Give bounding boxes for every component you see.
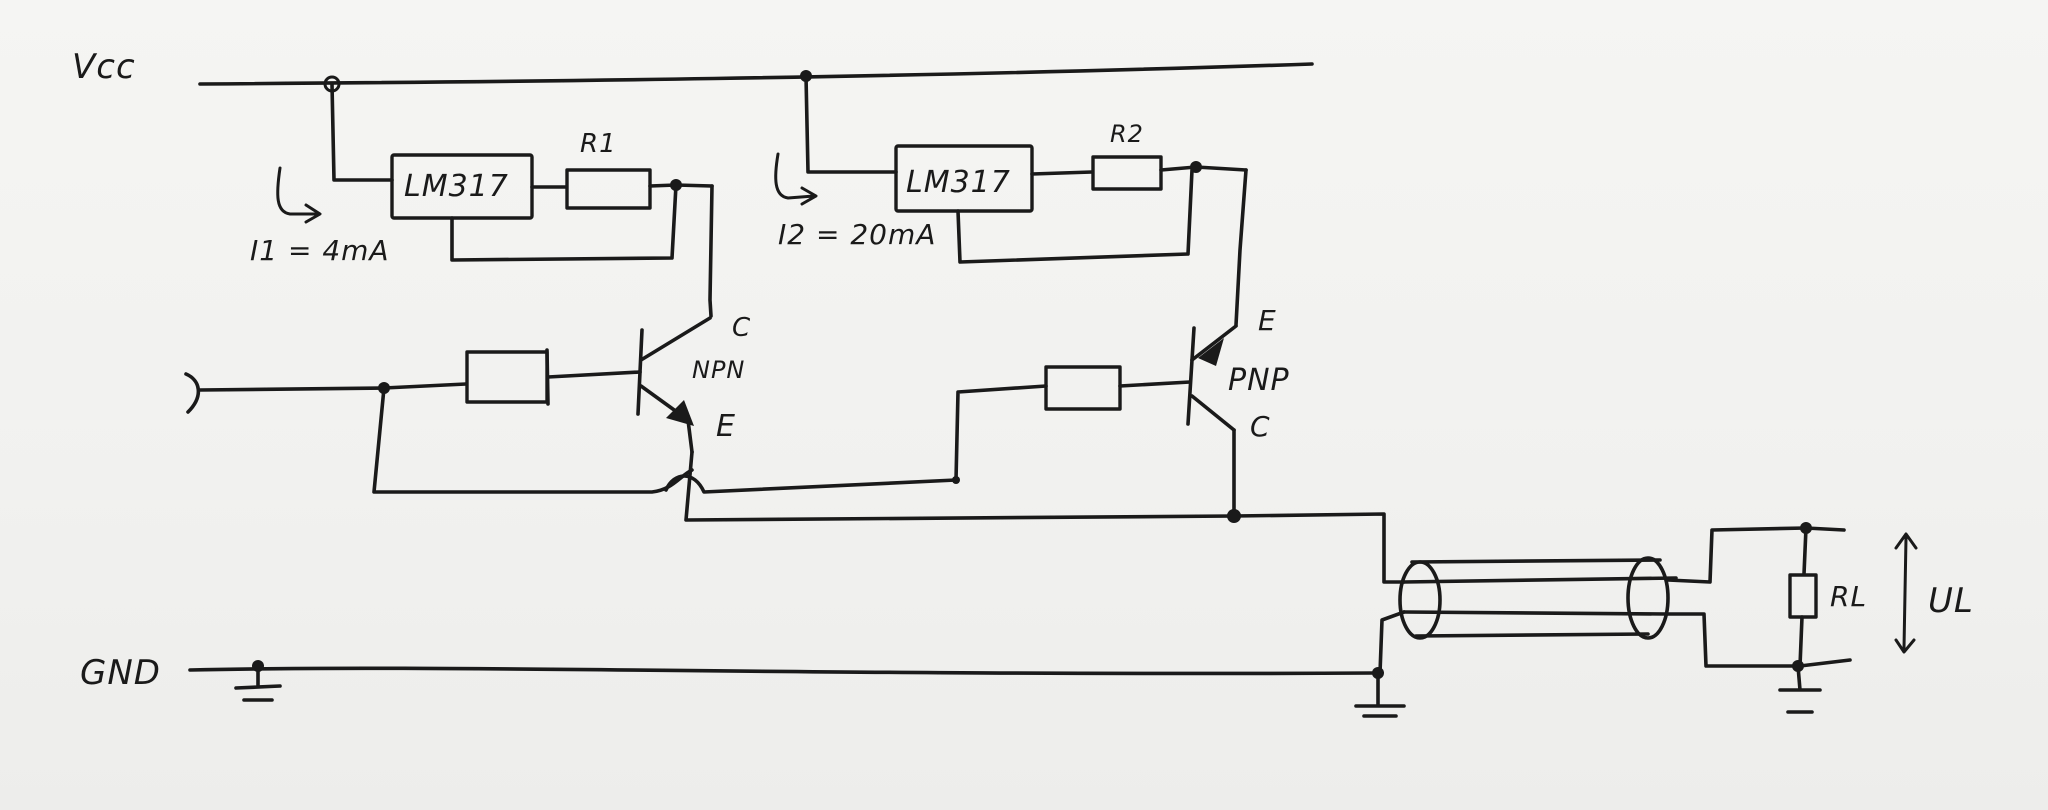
base-resistor-npn (465, 350, 549, 404)
wire-load-top-to-rl (1802, 526, 1808, 576)
lm317-regulator-2 (894, 144, 1034, 213)
wire-vcc-to-reg1 (330, 82, 394, 182)
wire-rb1-to-npn-base (546, 370, 642, 379)
wire-cable-to-load-bottom (1664, 612, 1852, 668)
input-terminal-icon (184, 372, 201, 414)
wire-to-rb2 (954, 384, 1048, 482)
cable-conductor-bottom (1402, 610, 1668, 616)
ground-symbol-cable (1354, 671, 1406, 718)
wire-r2-to-node (1159, 165, 1248, 172)
label-pnp: PNP (1228, 363, 1290, 398)
wire-reg2-adj (956, 168, 1194, 264)
cable-conductor-top (1402, 576, 1678, 584)
wire-to-pnp-emitter (1234, 168, 1248, 327)
label-lm317-1: LM317 (404, 169, 509, 204)
cable-shield-left-ring (1398, 560, 1442, 640)
label-i2: I2 = 20mA (778, 218, 936, 251)
label-npn: NPN (692, 356, 745, 384)
wire-output-to-cable (1232, 512, 1406, 584)
wire-to-npn-collector (708, 184, 714, 318)
label-rl: RL (1830, 580, 1867, 613)
wire-rl-to-ground (1798, 615, 1804, 668)
resistor-r2 (1091, 155, 1163, 191)
voltage-arrow-ul-icon (1894, 532, 1918, 654)
vcc-rail (198, 62, 1314, 86)
pnp-collector-lead (1190, 394, 1236, 432)
wire-crossover-hop (664, 474, 958, 494)
label-r2: R2 (1110, 120, 1144, 148)
gnd-rail (188, 666, 1377, 676)
label-gnd: GND (80, 653, 161, 693)
ground-symbol-left (234, 664, 282, 702)
npn-collector-lead (639, 316, 712, 362)
arrow-i1-icon (276, 166, 322, 224)
load-resistor-rl (1788, 573, 1818, 619)
wire-npn-emitter-to-load (684, 450, 1236, 522)
ground-symbol-load (1778, 664, 1822, 714)
label-npn-c: C (732, 313, 751, 343)
label-ul: UL (1928, 581, 1974, 621)
wire-npn-emitter-down (686, 418, 694, 454)
pnp-emitter-lead (1190, 324, 1238, 362)
cable-shield-right-ring (1626, 556, 1670, 640)
npn-base-bar (636, 328, 644, 416)
label-pnp-c: C (1250, 410, 1271, 443)
wire-cable-to-load-top (1666, 526, 1846, 584)
wire-reg1-adj (450, 183, 678, 262)
wire-vcc-to-reg2 (804, 74, 898, 174)
node-rb2-junction (952, 476, 960, 484)
wire-cable-ground (1378, 610, 1406, 675)
pnp-base-bar (1186, 326, 1196, 426)
wire-reg2-to-r2 (1030, 170, 1094, 176)
resistor-r1 (565, 168, 652, 210)
base-resistor-pnp (1044, 365, 1122, 411)
pnp-emitter-arrow-icon (1198, 338, 1224, 366)
wire-input (198, 386, 386, 392)
wire-input-to-rb1 (382, 382, 468, 390)
label-pnp-e: E (1258, 304, 1277, 337)
label-i1: I1 = 4mA (250, 234, 390, 267)
label-npn-e: E (716, 409, 736, 444)
label-r1: R1 (580, 129, 617, 159)
arrow-i2-icon (774, 152, 818, 206)
label-vcc: Vcc (72, 47, 136, 87)
wire-rb2-to-pnp-base (1118, 380, 1192, 388)
cable-shield-top (1410, 558, 1662, 564)
label-lm317-2: LM317 (906, 165, 1011, 200)
cable-shield-bottom (1414, 632, 1650, 638)
